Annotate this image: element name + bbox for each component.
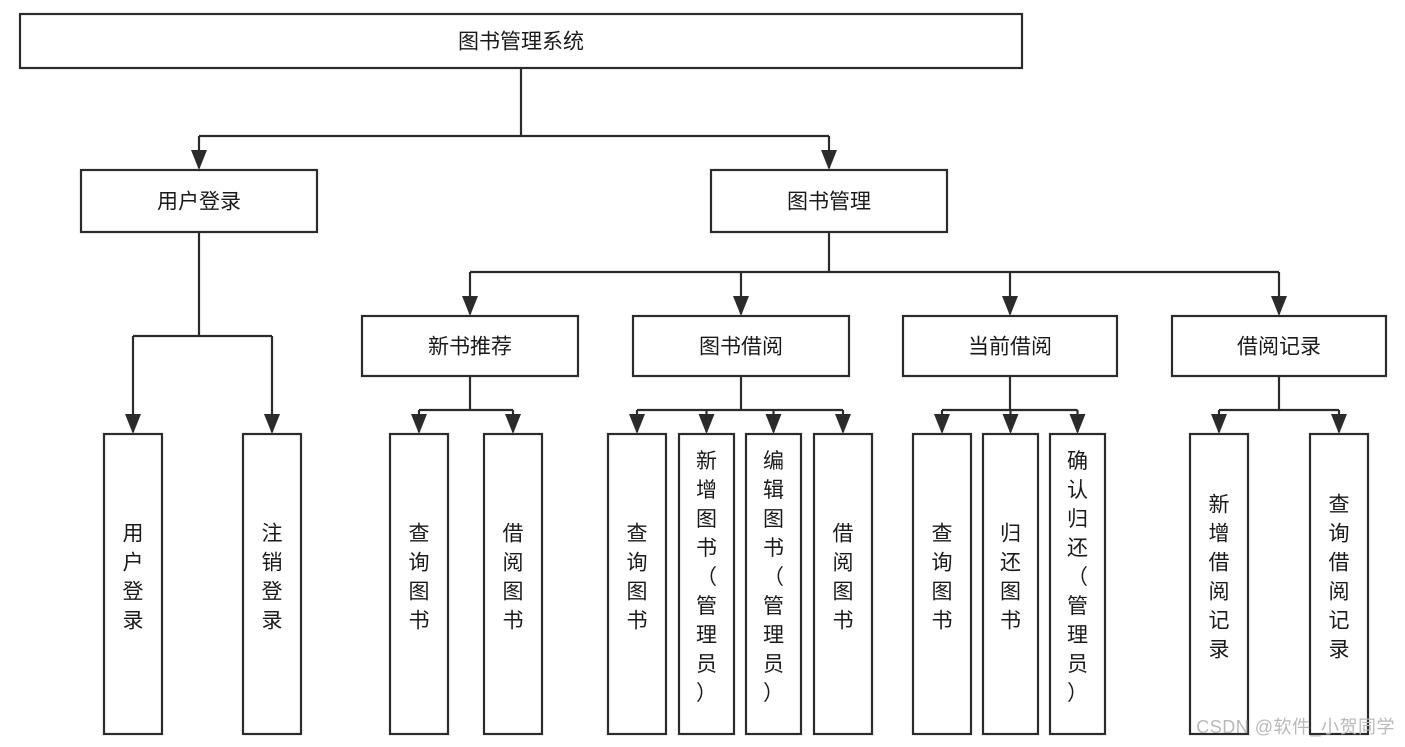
node-label: 查询借阅记录 [1329,494,1350,662]
boxes-layer: 图书管理系统用户登录图书管理新书推荐图书借阅当前借阅借阅记录用户登录注销登录查询… [18,12,1388,736]
arrow-head-icon [934,414,950,434]
node-box[interactable] [677,432,736,736]
node-box[interactable] [901,314,1119,378]
node-leaf-11[interactable]: 确认归还（管理员） [1048,432,1107,736]
node-box[interactable] [388,432,450,736]
node-level3-4[interactable]: 借阅记录 [1170,314,1388,378]
node-box[interactable] [482,432,544,736]
node-label: 用户登录 [123,523,144,633]
node-label: 新书推荐 [428,336,512,359]
node-label: 借阅图书 [503,523,524,633]
node-level3-2[interactable]: 图书借阅 [631,314,851,378]
node-level3-1[interactable]: 新书推荐 [360,314,580,378]
arrow-head-icon [821,150,837,170]
arrow-head-icon [835,414,851,434]
node-box[interactable] [631,314,851,378]
arrow-head-icon [1271,296,1287,316]
arrow-head-icon [733,296,749,316]
node-box[interactable] [1308,432,1370,736]
arrow-head-icon [505,414,521,434]
arrow-head-icon [698,414,715,434]
node-box[interactable] [18,12,1024,70]
node-root-book-management-system[interactable]: 图书管理系统 [18,12,1024,70]
node-label: 注销登录 [262,523,283,633]
node-leaf-12[interactable]: 新增借阅记录 [1188,432,1250,736]
node-box[interactable] [911,432,973,736]
node-leaf-4[interactable]: 借阅图书 [482,432,544,736]
arrow-head-icon [1211,414,1227,434]
node-box[interactable] [1188,432,1250,736]
node-label: 用户登录 [157,191,241,214]
node-box[interactable] [1170,314,1388,378]
arrow-head-icon [125,414,141,434]
node-box[interactable] [606,432,668,736]
node-label: 图书管理系统 [458,31,584,54]
node-label: 当前借阅 [968,336,1052,359]
node-label: 编辑图书（管理员） [763,450,784,705]
node-box[interactable] [241,432,303,736]
node-box[interactable] [1048,432,1107,736]
arrow-head-icon [629,414,645,434]
node-box[interactable] [981,432,1040,736]
node-leaf-3[interactable]: 查询图书 [388,432,450,736]
arrow-head-icon [1069,414,1086,434]
node-leaf-7[interactable]: 编辑图书（管理员） [744,432,803,736]
node-level2-2[interactable]: 图书管理 [709,168,949,234]
arrow-head-icon [1331,414,1347,434]
node-leaf-2[interactable]: 注销登录 [241,432,303,736]
node-box[interactable] [79,168,319,234]
node-label: 新增图书（管理员） [696,450,717,705]
node-leaf-1[interactable]: 用户登录 [102,432,164,736]
node-label: 查询图书 [932,523,953,633]
node-leaf-9[interactable]: 查询图书 [911,432,973,736]
node-leaf-6[interactable]: 新增图书（管理员） [677,432,736,736]
node-label: 查询图书 [627,523,648,633]
arrow-head-icon [1002,414,1019,434]
node-label: 新增借阅记录 [1209,494,1230,662]
connectors-layer [125,68,1347,434]
node-label: 归还图书 [1000,523,1021,633]
arrow-head-icon [264,414,280,434]
arrow-head-icon [1002,296,1018,316]
node-box[interactable] [102,432,164,736]
node-box[interactable] [812,432,874,736]
node-label: 图书借阅 [699,336,783,359]
node-leaf-10[interactable]: 归还图书 [981,432,1040,736]
node-box[interactable] [744,432,803,736]
arrow-head-icon [411,414,427,434]
node-box[interactable] [360,314,580,378]
node-box[interactable] [709,168,949,234]
node-level3-3[interactable]: 当前借阅 [901,314,1119,378]
arrow-head-icon [462,296,478,316]
node-label: 借阅图书 [833,523,854,633]
node-level2-1[interactable]: 用户登录 [79,168,319,234]
node-label: 图书管理 [787,191,871,214]
node-leaf-13[interactable]: 查询借阅记录 [1308,432,1370,736]
node-label: 确认归还（管理员） [1067,450,1088,705]
node-label: 查询图书 [409,523,430,633]
node-label: 借阅记录 [1237,336,1321,359]
node-leaf-5[interactable]: 查询图书 [606,432,668,736]
arrow-head-icon [191,150,207,170]
node-leaf-8[interactable]: 借阅图书 [812,432,874,736]
arrow-head-icon [765,414,782,434]
